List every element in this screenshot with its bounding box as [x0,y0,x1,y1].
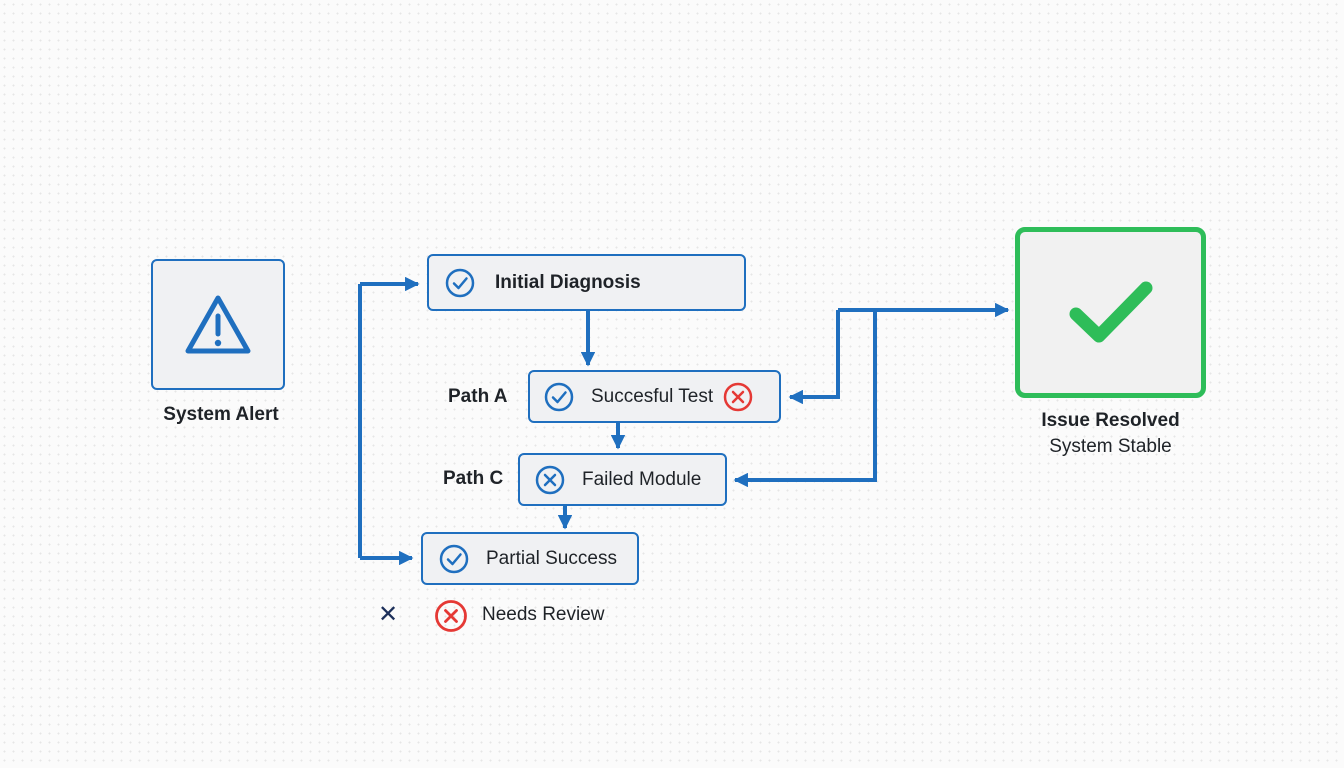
x-circle-red-icon [434,599,468,633]
issue-resolved-box [1015,227,1206,398]
needs-review-mark: ✕ [378,601,399,628]
initial-diagnosis-label: Initial Diagnosis [495,271,641,293]
arrow-feedback-to-path-c [733,310,877,488]
check-circle-icon [445,268,475,298]
path-c-label: Path C [443,468,504,489]
path-c-node[interactable]: Failed Module [518,453,727,506]
needs-review-label: Needs Review [482,604,605,625]
path-a-test-label: Succesful Test [591,385,714,407]
system-alert-label: System Alert [163,404,279,425]
path-a-node[interactable]: Succesful Test [528,370,781,423]
checkmark-icon [1069,281,1152,342]
system-stable-subtitle: System Stable [1049,436,1172,457]
path-a-label: Path A [448,386,508,407]
failed-module-label: Failed Module [582,468,702,490]
partial-success-label: Partial Success [486,547,617,569]
x-circle-red-icon [723,382,753,412]
system-alert-box [151,259,285,390]
issue-resolved-title: Issue Resolved [1041,410,1180,431]
check-circle-icon [439,544,469,574]
partial-success-node[interactable]: Partial Success [421,532,639,585]
initial-diagnosis-node[interactable]: Initial Diagnosis [427,254,746,311]
x-circle-icon [535,465,565,495]
check-circle-icon [544,382,574,412]
arrow-feedback-to-path-a [788,310,840,405]
warning-triangle-icon [185,295,251,353]
